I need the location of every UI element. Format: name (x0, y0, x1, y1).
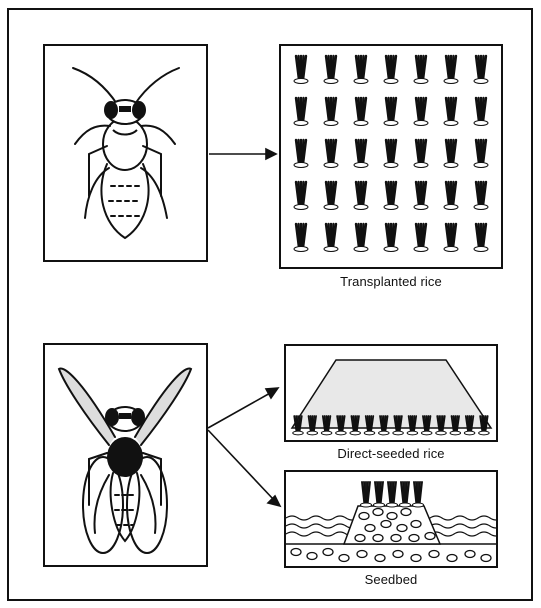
rice-plant-icon (294, 224, 308, 252)
rice-plant-icon (354, 224, 368, 252)
rice-plant-icon (474, 182, 488, 210)
rice-plant-icon (444, 56, 458, 84)
direct-seeded-panel (284, 344, 498, 442)
seedbed-plot (286, 472, 496, 566)
rice-plant-icon (414, 98, 428, 126)
rice-plant-icon (324, 98, 338, 126)
rice-plant-icon (444, 182, 458, 210)
wingless-insect-icon (45, 46, 206, 260)
rice-plant-icon (294, 98, 308, 126)
rice-plant-icon (384, 140, 398, 168)
rice-plant-icon (474, 224, 488, 252)
direct-seeded-plot (286, 346, 496, 440)
rice-plant-icon (294, 56, 308, 84)
rice-plant-icon (474, 56, 488, 84)
transplanted-caption: Transplanted rice (279, 274, 503, 289)
rice-plant-icon (324, 140, 338, 168)
rice-plant-icon (444, 224, 458, 252)
winged-insect-panel (43, 343, 208, 567)
rice-plant-icon (294, 140, 308, 168)
rice-plant-icon (414, 182, 428, 210)
rice-plant-icon (354, 140, 368, 168)
rice-plant-icon (384, 182, 398, 210)
rice-plant-icon (360, 482, 371, 507)
rice-plant-icon (354, 56, 368, 84)
rice-grid (281, 46, 501, 267)
seedbed-caption: Seedbed (284, 572, 498, 587)
rice-plant-icon (384, 56, 398, 84)
wingless-insect-panel (43, 44, 208, 262)
rice-plant-icon (386, 482, 397, 507)
rice-plant-icon (384, 98, 398, 126)
rice-plant-icon (414, 140, 428, 168)
rice-plant-icon (294, 182, 308, 210)
rice-plant-icon (324, 182, 338, 210)
seedbed-panel (284, 470, 498, 568)
rice-plant-icon (324, 56, 338, 84)
rice-plant-icon (474, 98, 488, 126)
rice-plant-icon (384, 224, 398, 252)
rice-plant-icon (474, 140, 488, 168)
transplanted-rice-panel (279, 44, 503, 269)
rice-plant-icon (414, 224, 428, 252)
rice-plant-icon (373, 482, 384, 507)
rice-plant-icon (354, 182, 368, 210)
rice-plant-icon (414, 56, 428, 84)
rice-plant-icon (399, 482, 410, 507)
rice-plant-icon (324, 224, 338, 252)
rice-plant-icon (444, 98, 458, 126)
winged-insect-icon (45, 345, 206, 565)
rice-plant-icon (412, 482, 423, 507)
direct-seeded-caption: Direct-seeded rice (284, 446, 498, 461)
rice-plant-icon (444, 140, 458, 168)
rice-plant-icon (354, 98, 368, 126)
